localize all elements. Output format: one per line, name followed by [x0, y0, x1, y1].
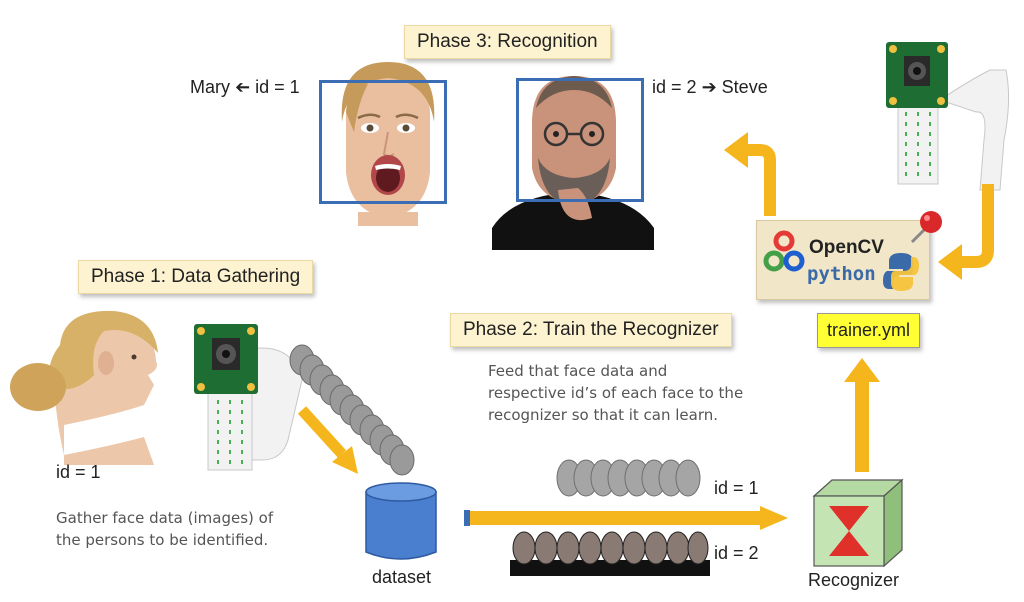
flow-arrow-dataset-to-recognizer	[464, 506, 788, 530]
dataset-row2-id: id = 2	[714, 543, 759, 563]
phase3-label: Phase 3: Recognition	[404, 25, 611, 59]
dataset-row1-id: id = 1	[714, 478, 759, 498]
flow-arrow-camera-to-opencv	[938, 184, 994, 280]
opencv-title: OpenCV	[809, 237, 884, 258]
profile-face-image	[10, 310, 159, 465]
mary-id: id = 1	[255, 77, 300, 97]
captured-faces-stream	[289, 344, 415, 476]
steve-face-samples-row	[510, 531, 710, 576]
opencv-python-panel: OpenCV python	[756, 220, 930, 300]
phase2-description-line3: recognizer so that it can learn.	[488, 406, 719, 424]
phase1-description-line1: Gather face data (images) of	[56, 509, 274, 527]
phase1-description: Gather face data (images) of the persons…	[56, 507, 316, 551]
mary-label: Mary ➔ id = 1	[190, 77, 300, 98]
camera-module-top-icon	[886, 42, 1010, 191]
right-arrow-icon: ➔	[701, 77, 717, 97]
camera-module-phase1-icon	[194, 324, 303, 471]
dataset-cylinder-icon	[365, 482, 437, 560]
steve-id: id = 2	[652, 77, 697, 97]
mary-face-samples-row	[556, 459, 701, 497]
phase2-description-line1: Feed that face data and	[488, 362, 668, 380]
pushpin-icon	[910, 211, 942, 244]
dataset-label: dataset	[372, 567, 432, 587]
phase2-label: Phase 2: Train the Recognizer	[450, 313, 732, 347]
mary-face-image	[341, 62, 435, 226]
trainer-file-label: trainer.yml	[817, 313, 921, 348]
phase2-description-line2: respective id’s of each face to the	[488, 384, 744, 402]
flow-arrow-to-dataset	[297, 406, 358, 474]
mary-name: Mary	[190, 77, 230, 97]
phase2-description: Feed that face data and respective id’s …	[488, 360, 798, 426]
python-logo-icon	[883, 253, 919, 291]
flow-arrow-recognizer-to-trainer	[844, 358, 880, 472]
recognizer-cube-icon	[812, 478, 904, 568]
mary-detection-box	[319, 80, 447, 204]
phase1-description-line2: the persons to be identified.	[56, 531, 269, 549]
steve-detection-box	[516, 78, 644, 202]
phase1-id-label: id = 1	[56, 462, 101, 482]
phase1-label: Phase 1: Data Gathering	[78, 260, 314, 294]
opencv-logo-icon	[763, 230, 805, 272]
recognizer-label: Recognizer	[808, 570, 900, 590]
left-arrow-icon: ➔	[235, 77, 251, 97]
steve-face-image	[492, 76, 654, 250]
python-subtitle: python	[807, 263, 876, 285]
steve-label: id = 2 ➔ Steve	[652, 77, 768, 98]
steve-name: Steve	[721, 77, 768, 97]
flow-arrow-up-to-recognition	[724, 132, 776, 216]
